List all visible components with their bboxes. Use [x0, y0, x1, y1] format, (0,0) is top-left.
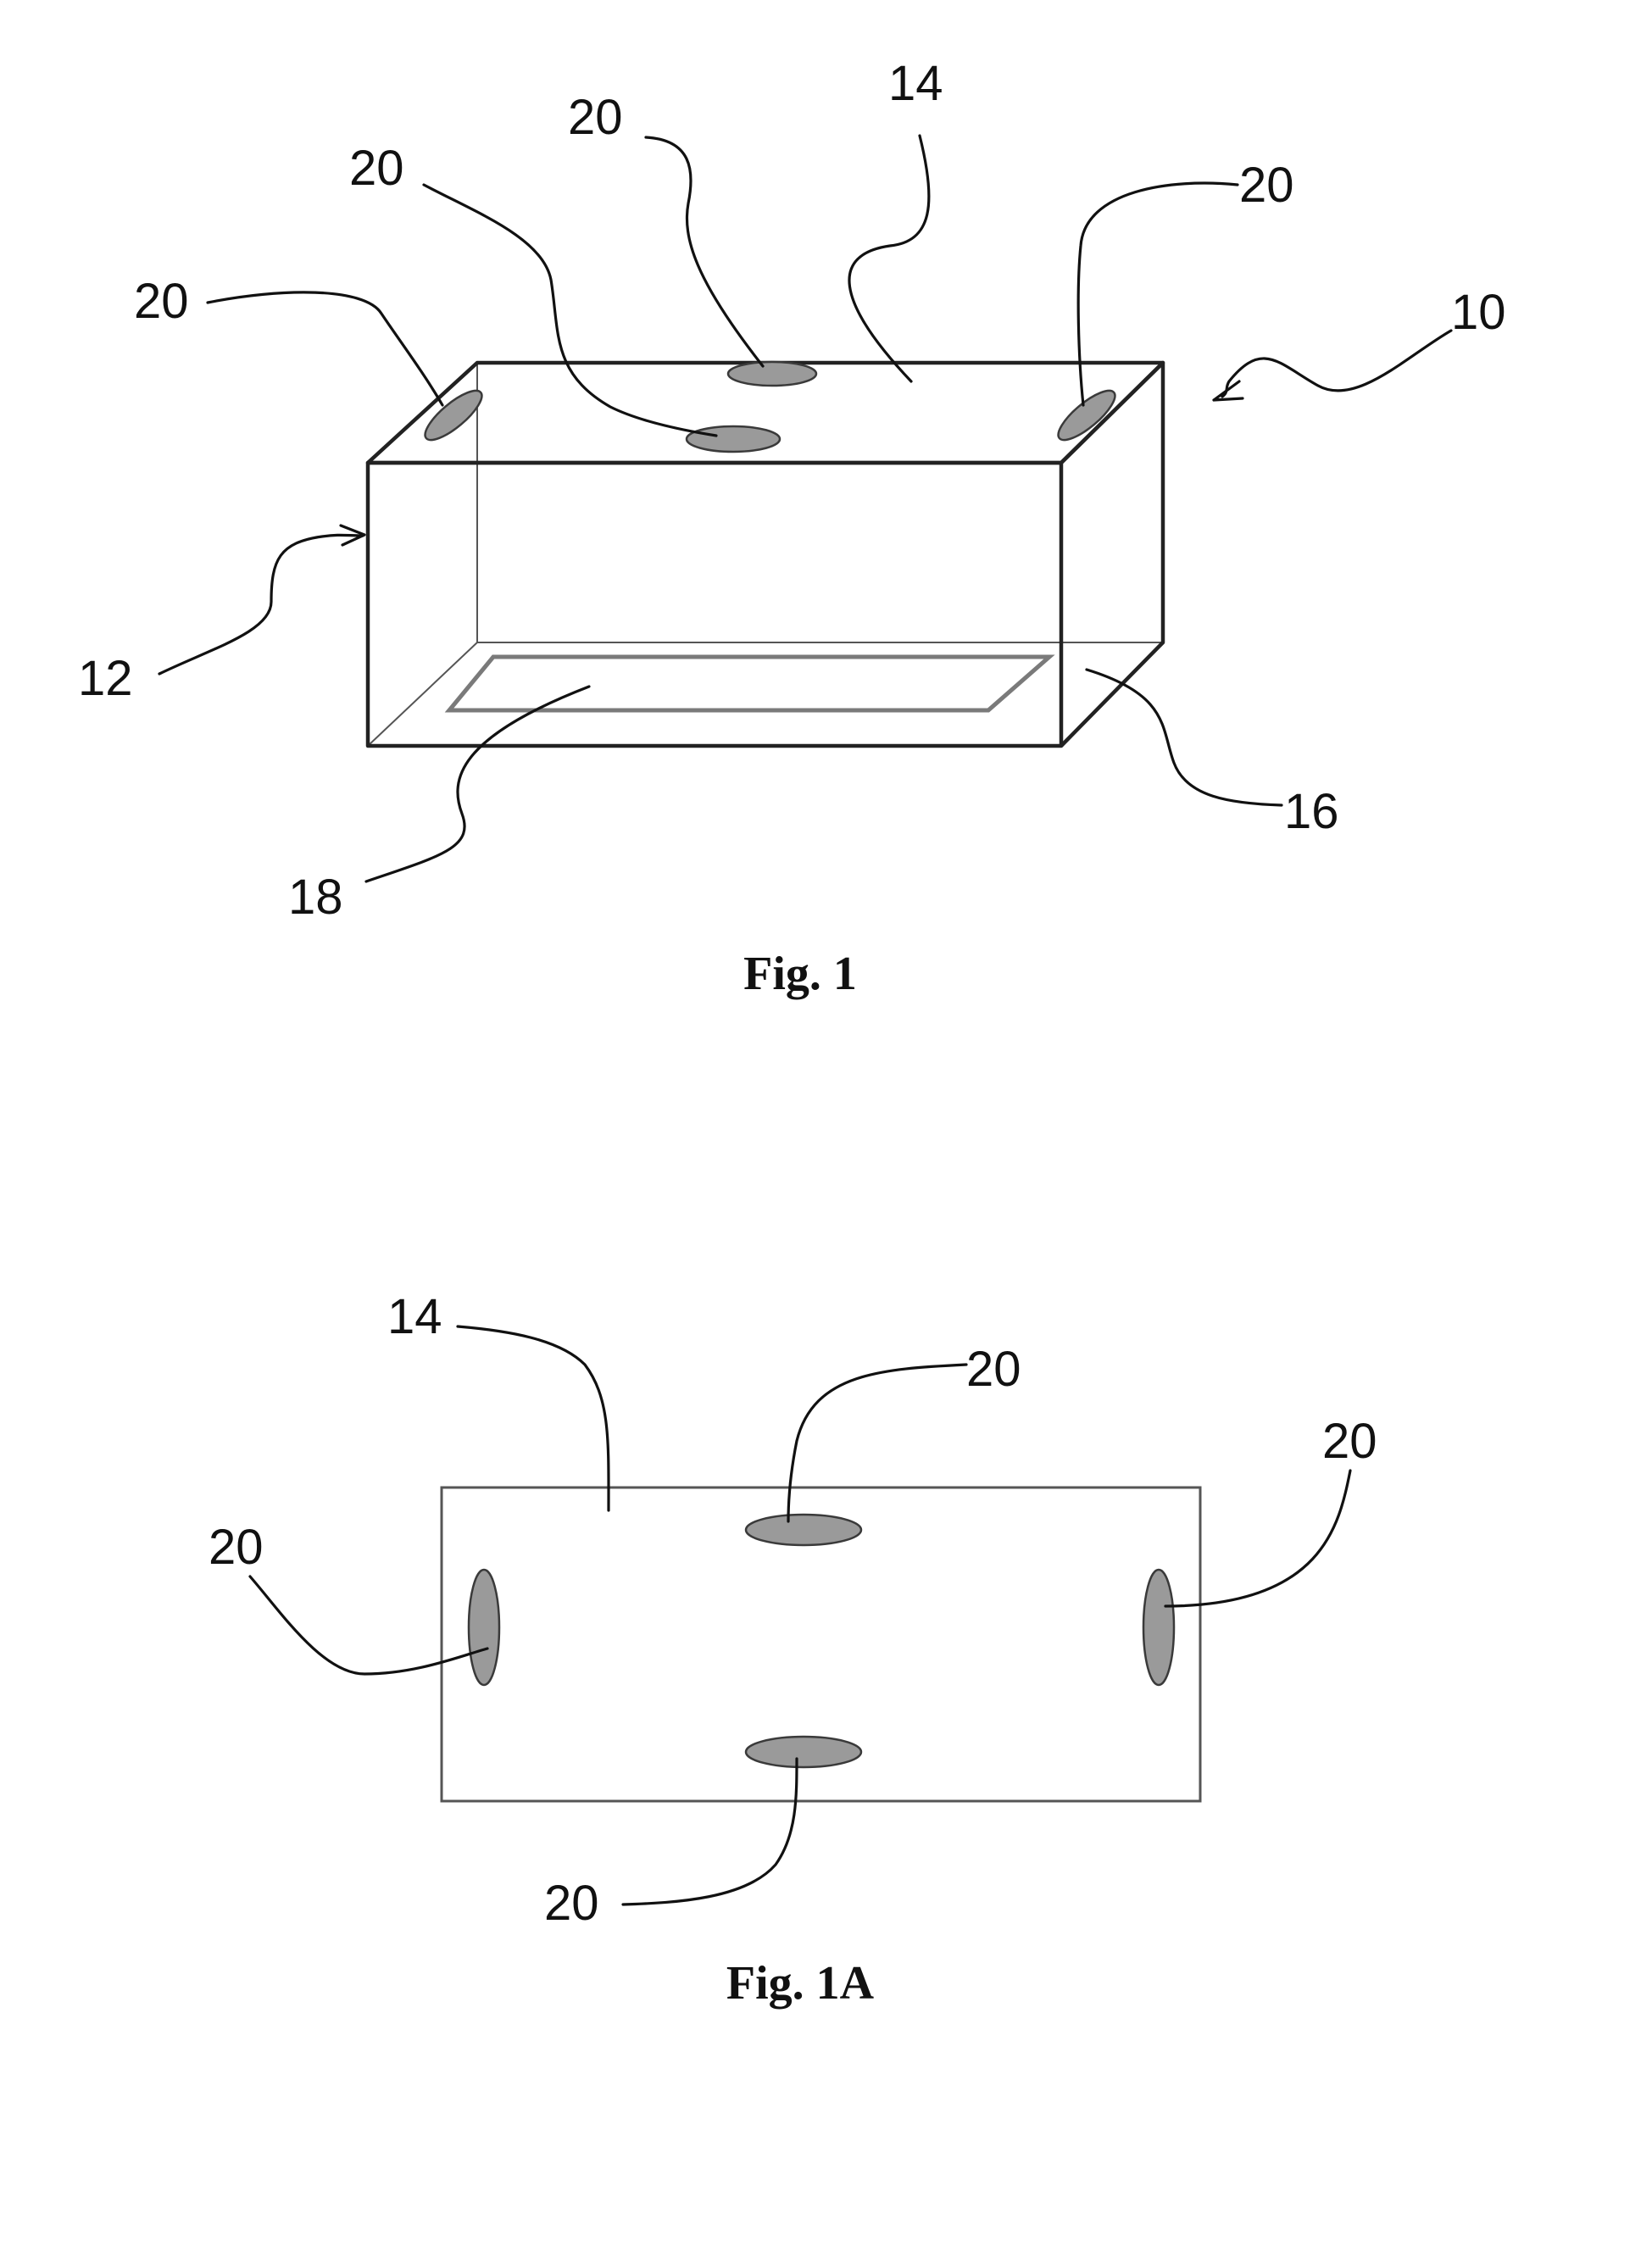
label-port-top-20: 20	[966, 1342, 1021, 1397]
port-mid-front	[685, 425, 782, 453]
leader-port-right-20	[1164, 1469, 1352, 1608]
arrow-side-12	[339, 524, 366, 547]
port-right	[1057, 389, 1116, 442]
label-bottom-16: 16	[1284, 784, 1339, 839]
box-body	[365, 360, 1165, 748]
box-front-face	[365, 460, 1064, 748]
caption-fig-1: Fig. 1	[743, 948, 857, 1000]
leader-top-wall-14	[456, 1325, 610, 1512]
caption-fig-1a: Fig. 1A	[726, 1957, 875, 2010]
port-mid-back	[726, 360, 818, 387]
fig1a-leader-lines	[248, 1325, 1352, 1906]
leader-port-mid-back-20	[644, 136, 765, 368]
port-right	[1142, 1568, 1176, 1687]
leader-port-top-20	[787, 1363, 968, 1523]
fig1-reference-numerals: 10 12 14 16 18 20 20 20 20	[78, 56, 1506, 925]
leader-device-10	[1221, 329, 1453, 398]
port-left	[467, 1568, 501, 1687]
leader-port-bottom-20	[621, 1757, 798, 1906]
leader-side-12	[158, 533, 364, 676]
figure-1: 10 12 14 16 18 20 20 20 20 Fig. 1	[78, 56, 1506, 1000]
label-side-12: 12	[78, 651, 133, 706]
leader-port-mid-front-20	[422, 183, 718, 437]
leader-plate-18	[364, 685, 591, 883]
label-port-mid-back-20: 20	[568, 90, 623, 145]
leader-bottom-16	[1085, 668, 1283, 807]
label-top-14: 14	[888, 56, 943, 111]
fig1-leader-lines	[158, 134, 1453, 883]
label-port-right-20: 20	[1322, 1414, 1377, 1469]
fig1a-reference-numerals: 14 20 20 20 20	[209, 1289, 1377, 1931]
leader-top-14	[848, 134, 931, 383]
arrow-device-10	[1212, 380, 1244, 402]
label-port-left-20: 20	[209, 1520, 264, 1575]
port-left	[424, 389, 483, 442]
label-top-wall-14: 14	[387, 1289, 442, 1344]
fig1a-ports	[467, 1513, 1176, 1769]
leader-port-left-20	[206, 291, 444, 407]
label-port-bottom-20: 20	[544, 1876, 599, 1931]
port-top	[744, 1513, 863, 1547]
label-device-10: 10	[1451, 285, 1506, 340]
bottom-plate	[444, 654, 1055, 713]
label-plate-18: 18	[288, 870, 343, 925]
leader-port-left-20	[248, 1575, 489, 1676]
label-port-mid-front-20: 20	[349, 141, 404, 196]
fig1-ports	[424, 360, 1116, 453]
port-bottom	[744, 1735, 863, 1769]
leader-port-right-20	[1076, 181, 1239, 407]
box-hidden-edges	[367, 363, 1163, 747]
box-right-face	[1060, 360, 1165, 748]
label-port-right-20: 20	[1239, 158, 1294, 213]
figure-1a: 14 20 20 20 20 Fig. 1A	[209, 1289, 1377, 2010]
label-port-left-20: 20	[134, 274, 189, 329]
top-wall-outline	[440, 1486, 1202, 1803]
